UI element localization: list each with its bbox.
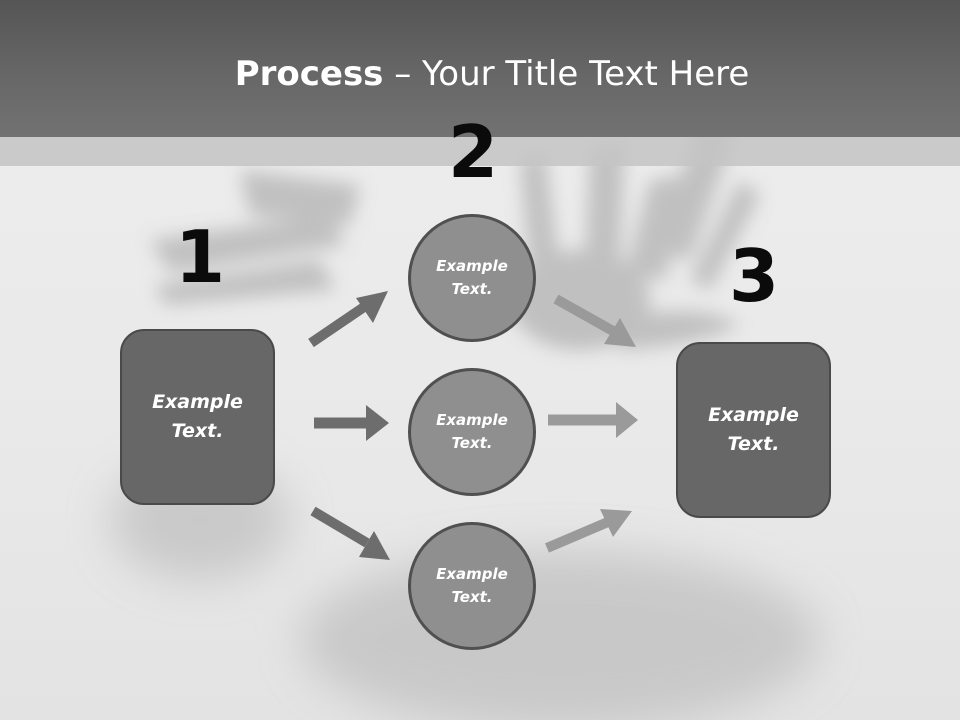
circle-top-text: Example Text. [436,257,508,298]
slide-title: Process – Your Title Text Here [0,52,960,96]
arrow-from-bottom-circle [545,509,632,553]
step-number-3: 3 [728,234,780,318]
header-band [0,137,960,166]
header-bar [0,0,960,137]
arrow-to-top-circle [308,291,388,348]
step-number-2: 2 [447,110,499,194]
circle-bottom-text: Example Text. [436,565,508,606]
title-bold: Process [234,54,384,94]
step-3-box-text: Example Text. [708,404,799,455]
step-1-box: Example Text. [120,329,275,505]
step-number-1: 1 [174,215,226,299]
step-2-circle-bottom: Example Text. [408,522,536,650]
arrow-to-bottom-circle [310,506,390,560]
circle-middle-text: Example Text. [436,411,508,452]
step-1-box-text: Example Text. [152,391,243,442]
step-3-box: Example Text. [676,342,831,518]
step-2-circle-middle: Example Text. [408,368,536,496]
title-rest: – Your Title Text Here [383,54,750,94]
arrow-from-top-circle [553,294,636,347]
arrow-from-middle-circle [548,402,638,438]
step-2-circle-top: Example Text. [408,214,536,342]
arrow-to-middle-circle [314,405,389,441]
